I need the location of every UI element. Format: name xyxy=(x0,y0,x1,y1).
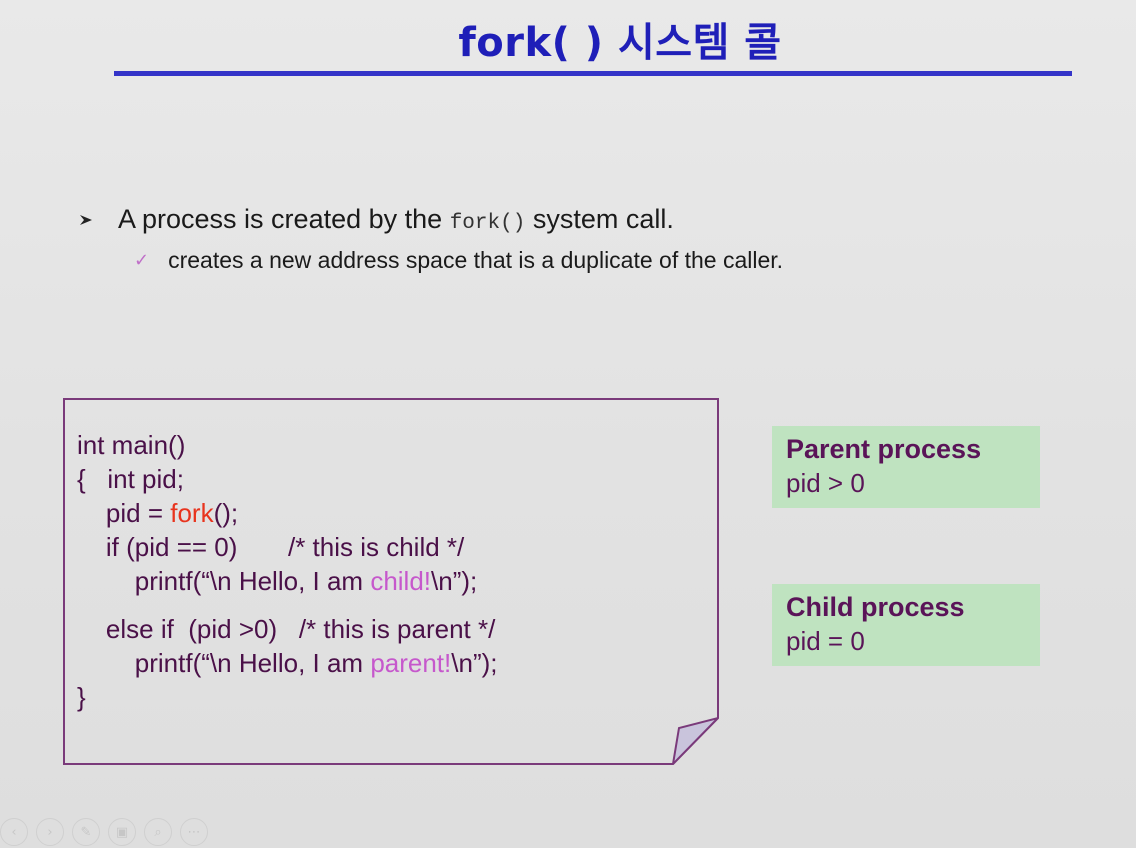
code-line: pid = fork(); xyxy=(77,496,498,530)
bullet-text-after: system call. xyxy=(525,204,674,234)
code-line: printf(“\n Hello, I am parent!\n”); xyxy=(77,646,498,680)
bullet-text-before: A process is created by the xyxy=(118,204,450,234)
previous-slide-icon[interactable]: ‹ xyxy=(0,818,28,846)
parent-process-heading: Parent process xyxy=(786,434,982,464)
check-icon: ✓ xyxy=(134,250,150,271)
code-text: (); xyxy=(213,498,239,528)
child-highlight: child! xyxy=(370,566,432,596)
code-text: \n”); xyxy=(451,648,498,678)
next-slide-icon[interactable]: › xyxy=(36,818,64,846)
code-text: \n”); xyxy=(431,566,478,596)
code-line: else if (pid >0) /* this is parent */ xyxy=(77,614,496,644)
more-options-icon[interactable]: ⋯ xyxy=(180,818,208,846)
code-note-box: int main() { int pid; pid = fork(); if (… xyxy=(63,398,719,765)
code-line: if (pid == 0) /* this is child */ xyxy=(77,532,465,562)
fork-code-inline: fork() xyxy=(449,212,526,235)
sub-bullet-item: ✓ creates a new address space that is a … xyxy=(134,247,783,274)
slideshow-toolbar: ‹ › ✎ ▣ ⌕ ⋯ xyxy=(0,818,208,846)
slide-title: fork( ) 시스템 콜 xyxy=(458,20,782,66)
fork-keyword: fork xyxy=(170,498,214,528)
code-text: pid = xyxy=(77,498,171,528)
folded-corner-icon xyxy=(671,716,719,765)
parent-process-value: pid > 0 xyxy=(786,468,865,498)
pen-icon[interactable]: ✎ xyxy=(72,818,100,846)
child-process-heading: Child process xyxy=(786,592,965,622)
slides-icon[interactable]: ▣ xyxy=(108,818,136,846)
bullet-text: A process is created by the fork() syste… xyxy=(118,204,674,235)
bullet-item: A process is created by the fork() syste… xyxy=(78,204,674,235)
code-text: printf(“\n Hello, I am xyxy=(77,648,371,678)
child-process-value: pid = 0 xyxy=(786,626,865,656)
parent-process-box: Parent process pid > 0 xyxy=(772,426,1040,508)
zoom-icon[interactable]: ⌕ xyxy=(144,818,172,846)
arrow-bullet-icon xyxy=(80,214,92,225)
code-line: { int pid; xyxy=(77,464,184,494)
child-process-box: Child process pid = 0 xyxy=(772,584,1040,666)
code-text: printf(“\n Hello, I am xyxy=(77,566,371,596)
code-line: printf(“\n Hello, I am child!\n”); xyxy=(77,564,498,598)
note-frame xyxy=(63,398,719,765)
code-line: int main() xyxy=(77,430,186,460)
parent-highlight: parent! xyxy=(370,648,452,678)
sub-bullet-text: creates a new address space that is a du… xyxy=(168,247,784,273)
code-listing: int main() { int pid; pid = fork(); if (… xyxy=(77,428,498,714)
code-line: } xyxy=(77,682,86,712)
title-underline xyxy=(114,71,1072,76)
